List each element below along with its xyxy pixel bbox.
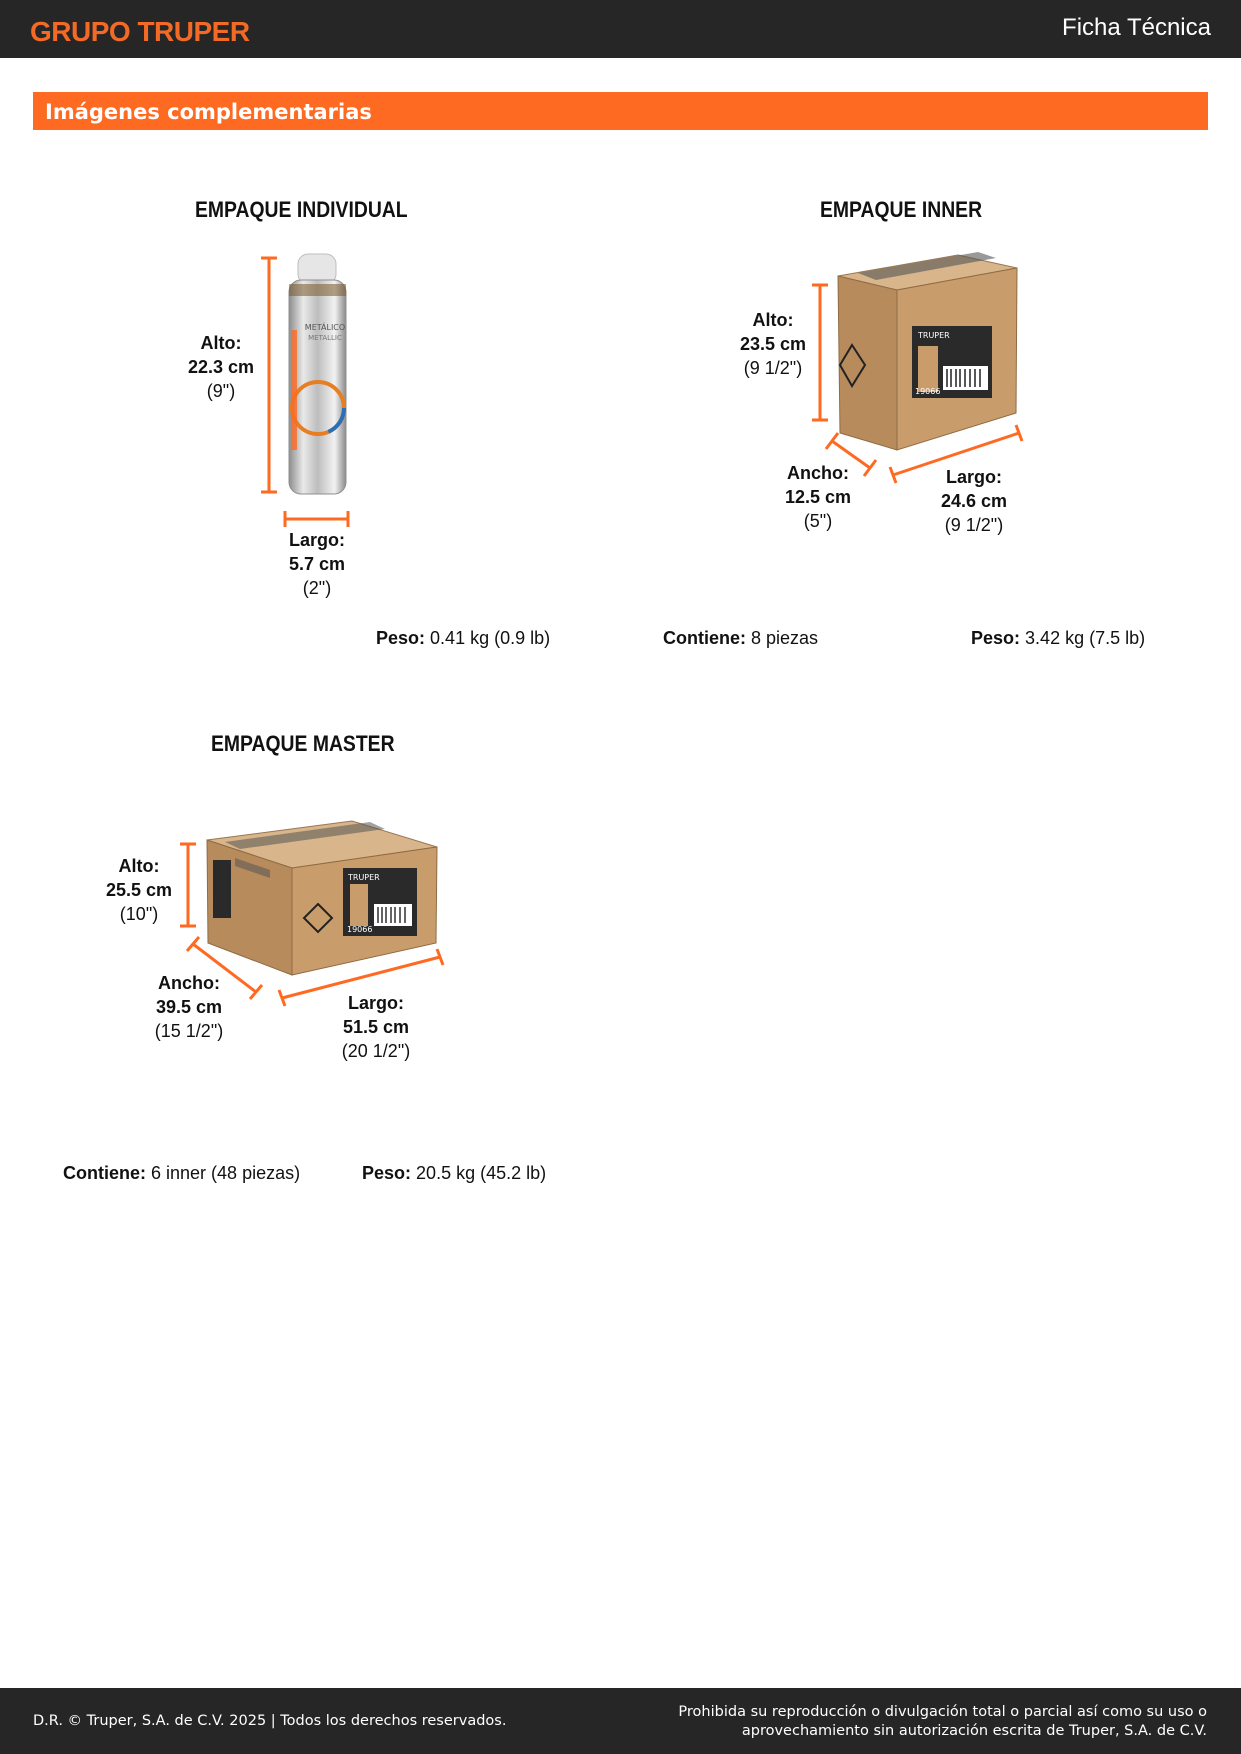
master-ancho-label: Ancho: 39.5 cm (15 1/2") [143, 971, 235, 1043]
peso-value: 0.41 kg (0.9 lb) [430, 628, 551, 648]
contiene-value: 6 inner (48 piezas) [151, 1163, 301, 1183]
footer-bar: D.R. © Truper, S.A. de C.V. 2025 | Todos… [0, 1688, 1241, 1754]
individual-dimension-lines [261, 256, 350, 527]
alto-label: Alto: [752, 310, 794, 330]
ancho-label: Ancho: [158, 973, 220, 993]
alto-label: Alto: [200, 333, 242, 353]
master-box-code: 19066 [347, 925, 372, 934]
inner-peso: Peso: 3.42 kg (7.5 lb) [971, 628, 1145, 649]
largo-in: (9 1/2") [944, 515, 1004, 535]
largo-in: (20 1/2") [341, 1041, 411, 1061]
legal-line-2: aprovechamiento sin autorización escrita… [741, 1723, 1207, 1739]
section-title: Imágenes complementarias [45, 100, 372, 124]
ancho-cm: 39.5 cm [155, 997, 223, 1017]
largo-label: Largo: [946, 467, 1002, 487]
peso-value: 3.42 kg (7.5 lb) [1025, 628, 1146, 648]
packaging-illustrations: METÁLICO METALLIC TRUPER 19066 [180, 252, 1024, 1007]
alto-cm: 22.3 cm [187, 357, 255, 377]
inner-box-image: TRUPER 19066 [837, 252, 1018, 451]
legal-notice: Prohibida su reproducción o divulgación … [678, 1703, 1207, 1741]
inner-alto-label: Alto: 23.5 cm (9 1/2") [727, 308, 819, 380]
legal-line-1: Prohibida su reproducción o divulgación … [678, 1704, 1207, 1720]
individual-peso: Peso: 0.41 kg (0.9 lb) [376, 628, 550, 649]
truper-logo: GRUPO TRUPER [30, 16, 250, 47]
contiene-label: Contiene: [663, 628, 746, 648]
master-peso: Peso: 20.5 kg (45.2 lb) [362, 1163, 546, 1184]
ancho-label: Ancho: [787, 463, 849, 483]
section-header: Imágenes complementarias [33, 92, 1208, 130]
largo-cm: 5.7 cm [288, 554, 346, 574]
largo-label: Largo: [348, 993, 404, 1013]
alto-cm: 25.5 cm [105, 880, 173, 900]
master-title: EMPAQUE MASTER [211, 731, 395, 756]
peso-label: Peso: [362, 1163, 412, 1183]
inner-ancho-label: Ancho: 12.5 cm (5") [772, 461, 864, 533]
master-dimension-lines [180, 842, 445, 1007]
inner-box-brand: TRUPER [917, 331, 950, 340]
inner-contiene: Contiene: 8 piezas [663, 628, 818, 649]
contiene-value: 8 piezas [751, 628, 819, 648]
individual-alto-label: Alto: 22.3 cm (9") [175, 331, 267, 403]
alto-cm: 23.5 cm [739, 334, 807, 354]
master-box-brand: TRUPER [347, 873, 380, 882]
doc-title: Ficha Técnica [1062, 14, 1211, 41]
alto-in: (9 1/2") [743, 358, 803, 378]
largo-cm: 24.6 cm [940, 491, 1008, 511]
peso-label: Peso: [971, 628, 1021, 648]
master-contiene: Contiene: 6 inner (48 piezas) [63, 1163, 300, 1184]
ancho-in: (15 1/2") [154, 1021, 224, 1041]
inner-box-code: 19066 [915, 387, 940, 396]
ancho-cm: 12.5 cm [784, 487, 852, 507]
largo-label: Largo: [289, 530, 345, 550]
peso-label: Peso: [376, 628, 426, 648]
inner-title: EMPAQUE INNER [820, 197, 983, 222]
individual-title: EMPAQUE INDIVIDUAL [195, 197, 408, 222]
largo-in: (2") [302, 578, 332, 598]
largo-cm: 51.5 cm [342, 1017, 410, 1037]
alto-label: Alto: [118, 856, 160, 876]
master-largo-label: Largo: 51.5 cm (20 1/2") [330, 991, 422, 1063]
can-line-text: METÁLICO [305, 321, 345, 332]
alto-in: (10") [119, 904, 159, 924]
contiene-label: Contiene: [63, 1163, 146, 1183]
master-alto-label: Alto: 25.5 cm (10") [93, 854, 185, 926]
master-box-image: TRUPER 19066 [206, 820, 438, 976]
copyright-text: D.R. © Truper, S.A. de C.V. 2025 | Todos… [33, 1713, 507, 1729]
peso-value: 20.5 kg (45.2 lb) [416, 1163, 547, 1183]
inner-dimension-lines [812, 283, 1024, 484]
ancho-in: (5") [803, 511, 833, 531]
alto-in: (9") [206, 381, 236, 401]
top-bar: GRUPO TRUPER Ficha Técnica [0, 0, 1241, 58]
inner-largo-label: Largo: 24.6 cm (9 1/2") [928, 465, 1020, 537]
individual-largo-label: Largo: 5.7 cm (2") [271, 528, 363, 600]
can-sub-text: METALLIC [308, 334, 342, 342]
spray-can-image: METÁLICO METALLIC [288, 253, 347, 495]
